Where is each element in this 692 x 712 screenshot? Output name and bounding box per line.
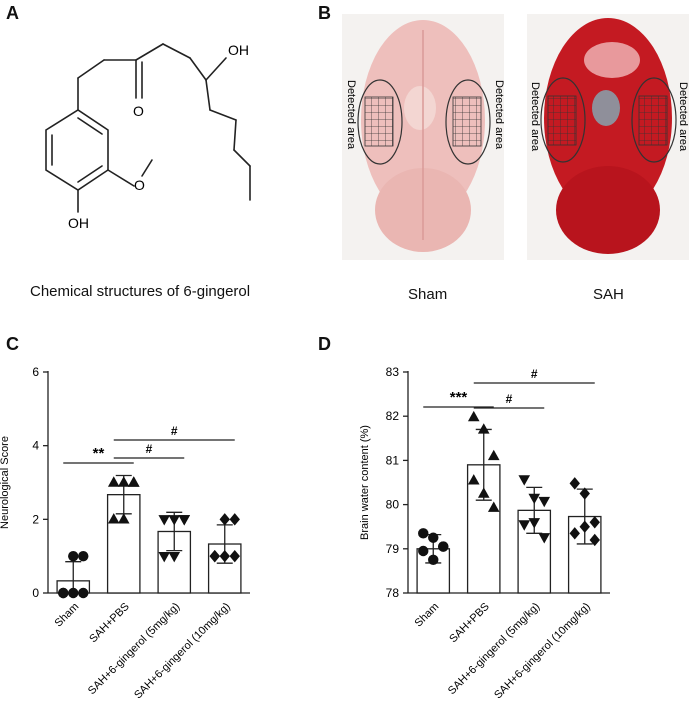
panel-a-letter: A xyxy=(6,3,19,23)
sah-photo-label: SAH xyxy=(593,286,624,303)
data-point xyxy=(78,550,89,562)
data-point xyxy=(68,587,79,599)
data-point xyxy=(528,518,541,529)
data-point xyxy=(229,513,240,526)
data-point xyxy=(487,449,500,461)
sham-right-detected-area xyxy=(445,79,491,165)
significance-label: # xyxy=(531,367,538,381)
category-label: SAH+6-gingerol (10mg/kg) xyxy=(492,601,593,702)
y-tick-label: 2 xyxy=(32,512,39,526)
sham-right-area-label: Detected area xyxy=(493,80,505,150)
data-point xyxy=(518,475,531,486)
data-point xyxy=(78,587,89,599)
data-point xyxy=(589,533,600,547)
sah-left-detected-area xyxy=(540,77,586,163)
data-point xyxy=(428,532,439,543)
sah-left-area-label: Detected area xyxy=(529,82,541,152)
oh-top-label: OH xyxy=(228,42,249,58)
panel-b-letter: B xyxy=(318,3,331,23)
data-point xyxy=(477,423,490,434)
y-tick-label: 80 xyxy=(386,498,400,512)
y-tick-label: 0 xyxy=(32,586,39,600)
category-label: SAH+6-gingerol (5mg/kg) xyxy=(446,601,542,697)
significance-label: # xyxy=(171,424,178,438)
y-tick-label: 81 xyxy=(386,453,400,467)
data-point xyxy=(418,528,429,539)
data-point xyxy=(107,476,120,487)
sah-photo: Detected area Detected area xyxy=(527,14,689,260)
y-axis-label: Neurological Score xyxy=(0,436,11,529)
data-point xyxy=(127,476,140,487)
data-point xyxy=(487,501,500,512)
data-point xyxy=(117,513,130,524)
sham-photo-label: Sham xyxy=(408,286,448,303)
significance-label: *** xyxy=(450,389,468,406)
sham-left-area-label: Detected area xyxy=(345,80,357,150)
data-point xyxy=(579,520,590,533)
y-tick-label: 83 xyxy=(386,365,400,379)
data-point xyxy=(528,493,541,505)
significance-label: # xyxy=(506,392,513,406)
data-point xyxy=(158,515,171,526)
data-point xyxy=(569,527,580,540)
significance-label: ** xyxy=(93,445,105,462)
data-point xyxy=(58,587,69,599)
data-point xyxy=(168,515,181,526)
data-point xyxy=(229,549,240,563)
sah-right-detected-area xyxy=(631,77,677,163)
y-axis-label: Brain water content (%) xyxy=(359,425,371,540)
data-point xyxy=(467,474,480,485)
oh-bottom-label: OH xyxy=(68,215,89,231)
data-point xyxy=(117,476,130,487)
data-point xyxy=(158,551,171,563)
data-point xyxy=(518,520,531,531)
significance-label: # xyxy=(146,442,153,456)
y-tick-label: 79 xyxy=(386,542,400,556)
methoxy-o-label: O xyxy=(134,177,145,193)
structure-caption: Chemical structures of 6-gingerol xyxy=(30,283,251,300)
data-point xyxy=(168,551,181,563)
panel-d-letter: D xyxy=(318,334,331,354)
data-point xyxy=(438,541,449,552)
category-label: Sham xyxy=(413,601,442,630)
data-point xyxy=(477,487,490,498)
data-point xyxy=(178,515,191,526)
sham-photo: Detected area Detected area xyxy=(342,14,505,260)
y-tick-label: 78 xyxy=(386,586,400,600)
data-point xyxy=(219,549,230,563)
y-tick-label: 4 xyxy=(32,439,39,453)
data-point xyxy=(219,513,230,526)
data-point xyxy=(538,533,551,544)
data-point xyxy=(467,410,480,422)
data-point xyxy=(209,549,220,563)
category-label: SAH+PBS xyxy=(447,601,492,646)
data-point xyxy=(538,496,551,508)
panel-c-letter: C xyxy=(6,334,19,354)
data-point xyxy=(569,477,580,490)
ketone-o-label: O xyxy=(133,103,144,119)
sham-left-detected-area xyxy=(357,79,403,165)
data-point xyxy=(68,550,79,562)
data-point xyxy=(418,545,429,557)
data-point xyxy=(589,516,600,529)
data-point xyxy=(107,513,120,524)
y-tick-label: 82 xyxy=(386,409,400,423)
sah-right-area-label: Detected area xyxy=(677,82,689,152)
y-tick-label: 6 xyxy=(32,365,39,379)
data-point xyxy=(579,487,590,500)
data-point xyxy=(428,554,439,566)
